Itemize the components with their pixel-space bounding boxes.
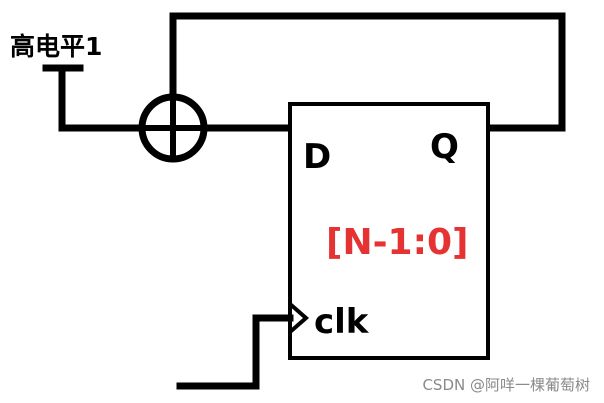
- d-port-label: D: [303, 137, 331, 177]
- high-level-wire: [58, 64, 145, 132]
- width-label: [N-1:0]: [326, 222, 468, 263]
- circle-plus-icon: [138, 93, 208, 163]
- clock-triangle-icon: [288, 302, 310, 334]
- feedback-wire: [169, 12, 566, 132]
- clk-port-label: clk: [314, 302, 370, 342]
- register-box: [288, 102, 490, 360]
- watermark: CSDN @阿咩一棵葡萄树: [422, 376, 590, 394]
- high-level-label: 高电平1: [10, 32, 102, 61]
- clk-wire: [176, 314, 294, 390]
- q-port-label: Q: [430, 127, 459, 167]
